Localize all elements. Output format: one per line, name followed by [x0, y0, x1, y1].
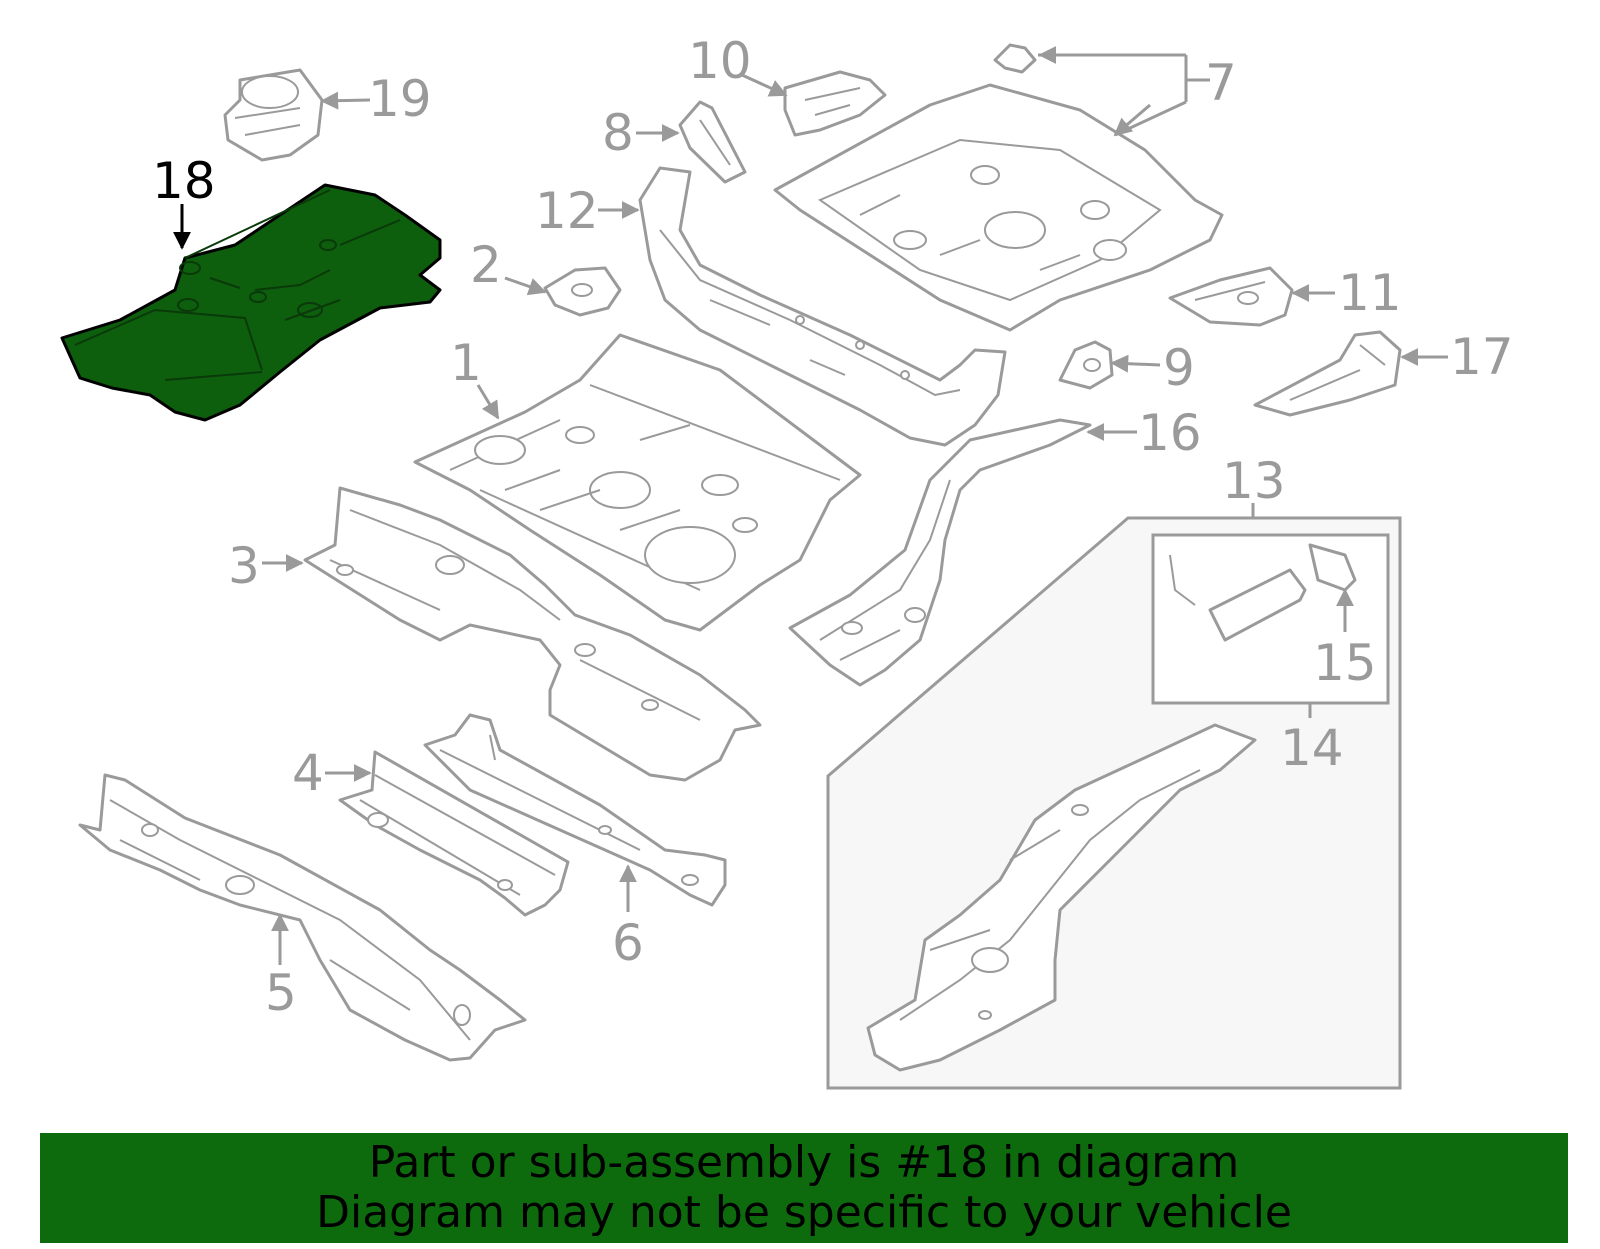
callout-12: 12: [535, 182, 599, 240]
callout-6: 6: [612, 914, 644, 972]
callout-19: 19: [368, 70, 432, 128]
part-7-clip[interactable]: [993, 43, 1037, 74]
callout-5: 5: [265, 964, 297, 1022]
callout-9: 9: [1163, 339, 1195, 397]
callout-2: 2: [470, 236, 502, 294]
callout-18: 18: [152, 152, 216, 210]
part-6-reinforcement[interactable]: [423, 713, 727, 907]
callout-13: 13: [1222, 452, 1286, 510]
banner-line-part: Part or sub-assembly is #18 in diagram: [368, 1137, 1240, 1188]
callout-4: 4: [292, 744, 324, 802]
part-12-rear-rail[interactable]: [638, 166, 1007, 447]
part-19-bracket[interactable]: [223, 68, 324, 162]
part-5-side-member[interactable]: [78, 773, 527, 1062]
part-3-crossmember[interactable]: [303, 486, 762, 782]
part-1-center-floor[interactable]: [413, 333, 862, 632]
callout-7: 7: [1205, 54, 1237, 112]
part-16-side-rail[interactable]: [788, 418, 1092, 687]
part-14-quarter-inner[interactable]: [866, 723, 1257, 1072]
banner-line-disclaimer: Diagram may not be specific to your vehi…: [316, 1187, 1292, 1238]
callout-1: 1: [450, 334, 482, 392]
part-11-bracket[interactable]: [1168, 266, 1294, 327]
callout-11: 11: [1338, 264, 1402, 322]
part-8-bracket[interactable]: [678, 100, 747, 184]
callout-leaders: [173, 46, 1448, 965]
callout-8: 8: [602, 104, 634, 162]
callout-3: 3: [228, 537, 260, 595]
part-18-underbody-shield[interactable]: [60, 183, 442, 422]
parts-diagram: 19 18 10 8 7 12 2 11 9 17 1 16 13 3 15 1…: [60, 32, 1514, 1090]
callout-17: 17: [1450, 328, 1514, 386]
callout-10: 10: [688, 32, 752, 90]
info-banner: Part or sub-assembly is #18 in diagram D…: [40, 1133, 1568, 1243]
part-17-bracket[interactable]: [1253, 330, 1402, 417]
callout-14: 14: [1280, 719, 1344, 777]
part-15-bracket[interactable]: [1169, 543, 1357, 642]
callout-15: 15: [1313, 634, 1377, 692]
callout-16: 16: [1138, 404, 1202, 462]
part-10-bracket[interactable]: [783, 70, 887, 137]
part-2-plate[interactable]: [543, 266, 622, 317]
part-7-rear-floor-pan[interactable]: [773, 83, 1224, 332]
part-9-bracket[interactable]: [1058, 340, 1114, 390]
callout-labels: 19 18 10 8 7 12 2 11 9 17 1 16 13 3 15 1…: [152, 32, 1514, 1022]
part-4-crossmember[interactable]: [338, 750, 570, 917]
